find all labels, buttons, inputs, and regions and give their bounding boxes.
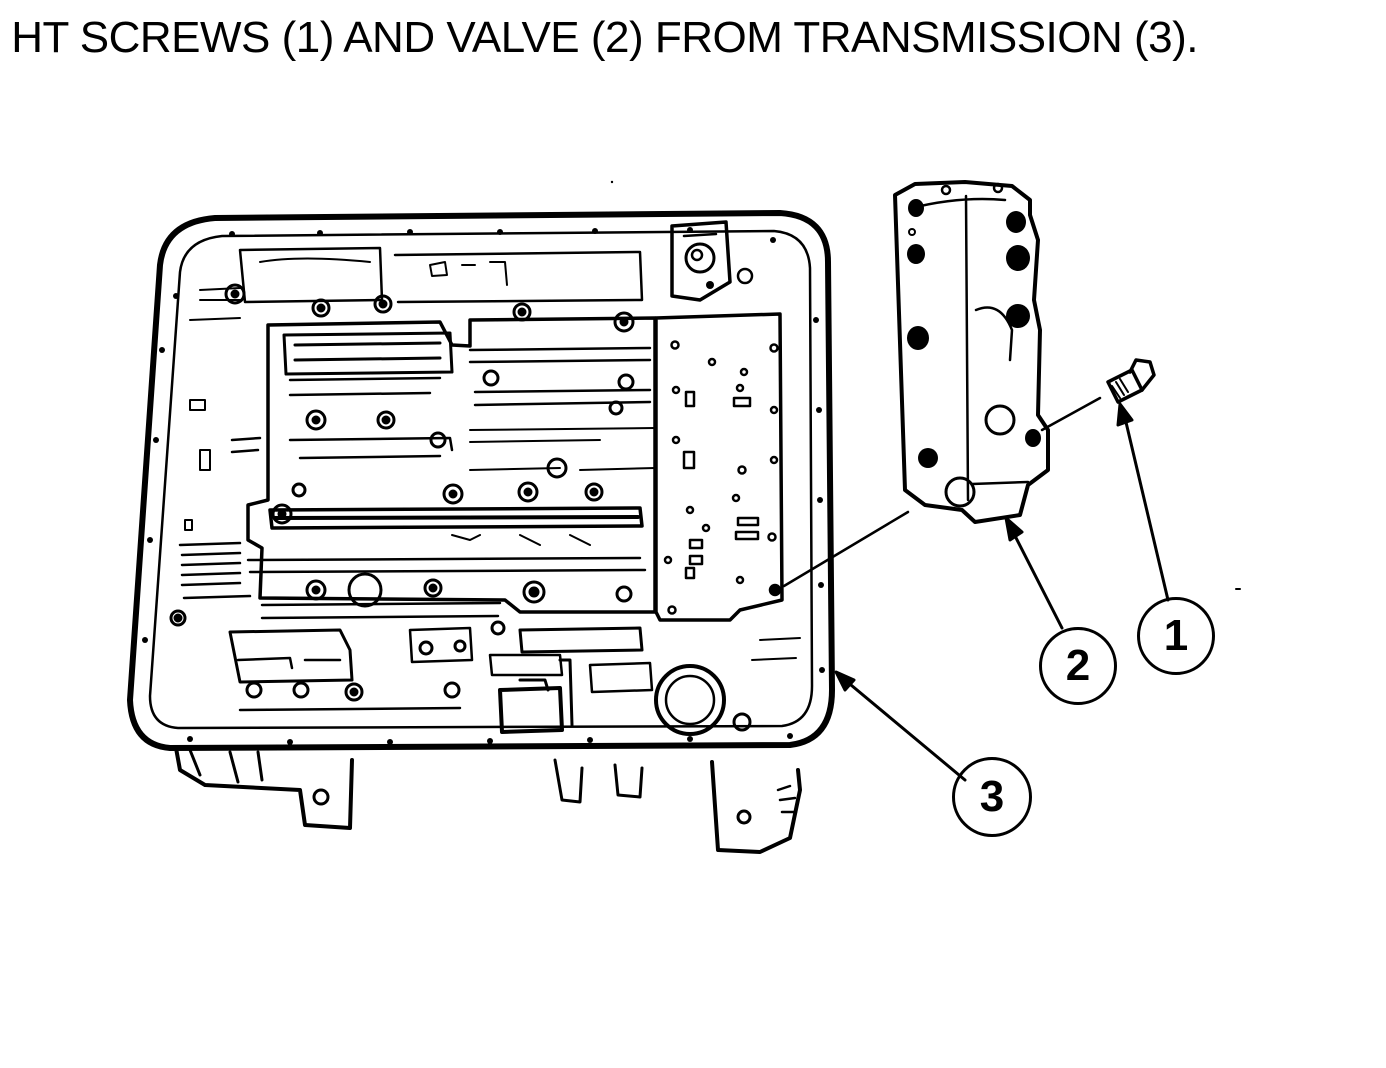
leader-lines — [782, 402, 1170, 782]
instruction-label: HT SCREWS (1) AND VALVE (2) FROM TRANSMI… — [11, 13, 1198, 62]
screw-part — [1040, 358, 1156, 432]
callout-2: 2 — [1039, 627, 1117, 705]
callout-1-label: 1 — [1163, 611, 1189, 660]
valve-part — [893, 180, 1050, 524]
valve-body-bolts — [169, 283, 752, 732]
callout-3: 3 — [952, 757, 1032, 837]
right-plate-holes — [663, 340, 782, 615]
flange-bolt-holes — [142, 227, 825, 745]
instruction-text: HT SCREWS (1) AND VALVE (2) FROM TRANSMI… — [0, 8, 1386, 68]
callout-2-label: 2 — [1065, 641, 1091, 690]
callout-1: 1 — [1137, 597, 1215, 675]
callout-3-label: 3 — [979, 772, 1005, 821]
transmission-body — [127, 210, 835, 854]
